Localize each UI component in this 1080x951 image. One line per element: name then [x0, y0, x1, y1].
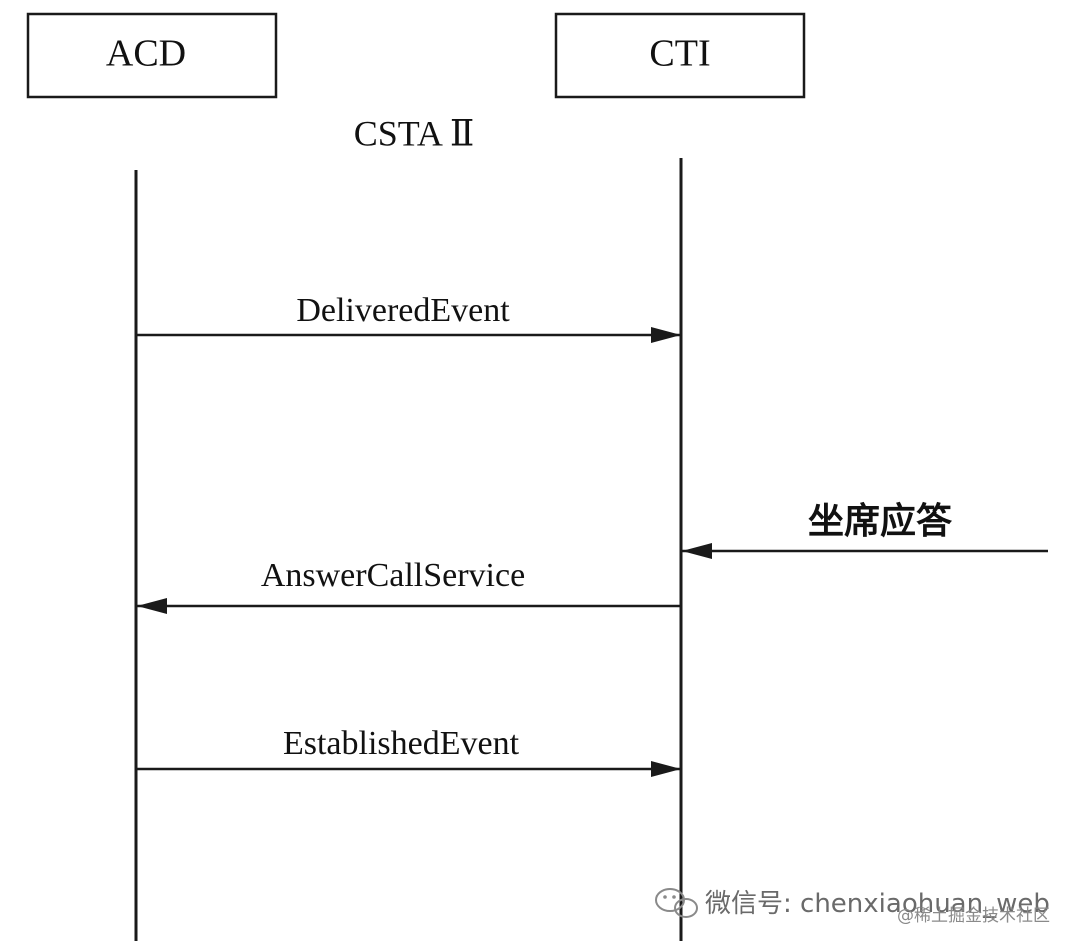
wechat-icon	[655, 888, 698, 918]
message-established-event: EstablishedEvent	[136, 725, 681, 777]
message-delivered-event: DeliveredEvent	[136, 292, 681, 343]
message-label: EstablishedEvent	[283, 725, 520, 762]
watermark-wechat-id: 微信号: chenxiaohuan_web	[705, 889, 1050, 919]
message-label: AnswerCallService	[261, 557, 525, 594]
actor-acd: ACD	[26, 12, 278, 99]
actor-acd-box	[26, 12, 278, 99]
message-answer-call-service: AnswerCallService	[137, 557, 681, 614]
protocol-label: CSTA Ⅱ	[354, 113, 475, 153]
trigger-label: 坐席应答	[808, 501, 953, 542]
actor-cti-box	[554, 12, 806, 99]
watermark-community: @稀土掘金技术社区	[897, 906, 1050, 926]
watermark: 微信号: chenxiaohuan_web @稀土掘金技术社区	[655, 888, 1050, 926]
actor-cti-label: CTI	[649, 33, 710, 75]
external-trigger-agent-answer: 坐席应答	[682, 501, 1048, 559]
actor-acd-label: ACD	[106, 33, 186, 75]
actor-cti: CTI	[554, 12, 806, 99]
message-label: DeliveredEvent	[296, 292, 510, 329]
